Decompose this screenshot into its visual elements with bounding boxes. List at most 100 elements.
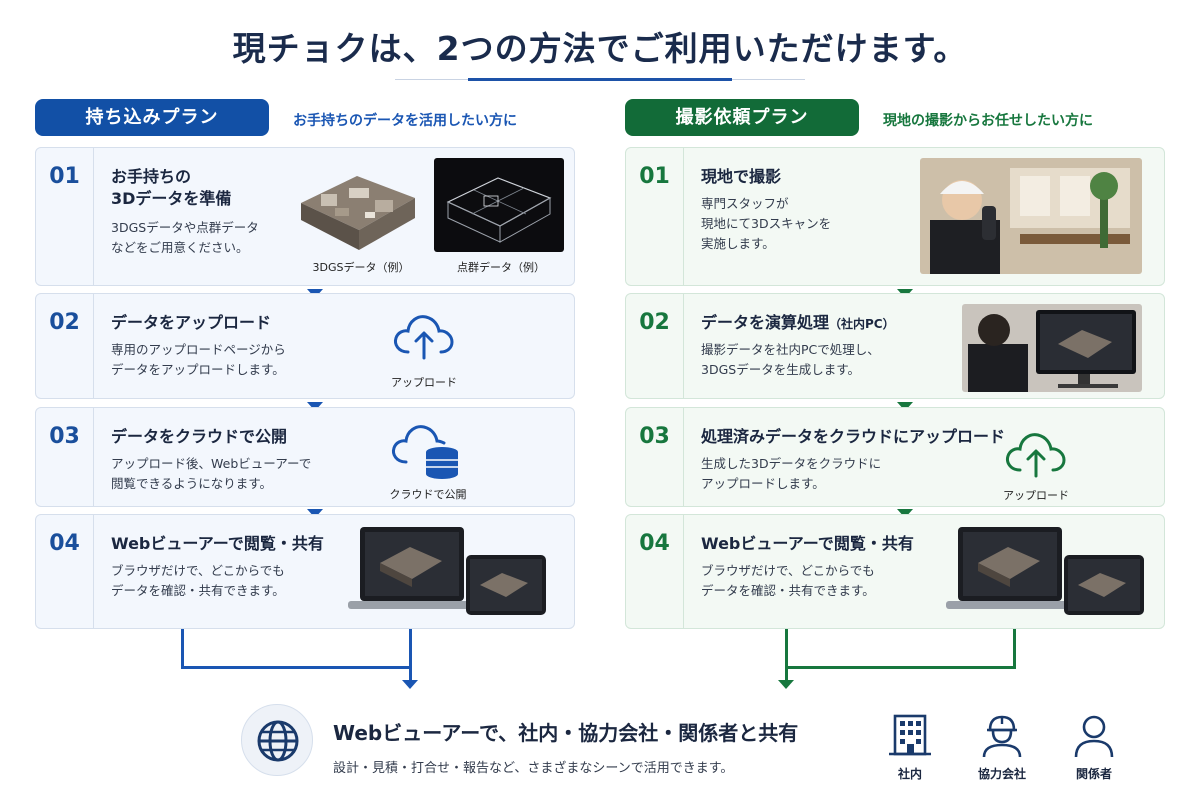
step-title: 処理済みデータをクラウドにアップロード bbox=[701, 427, 1006, 446]
flow-line bbox=[409, 666, 412, 682]
upload-icon-label: アップロード bbox=[391, 376, 457, 389]
bring-in-plan-badge: 持ち込みプラン bbox=[35, 99, 269, 136]
step-desc-line1: 生成した3Dデータをクラウドに bbox=[701, 456, 882, 471]
party-stakeholder-label: 関係者 bbox=[1075, 767, 1112, 781]
step-title-line1: お手持ちの bbox=[111, 167, 192, 186]
shooting-request-plan-subtitle: 現地の撮影からお任せしたい方に bbox=[883, 113, 1093, 129]
step-number: 01 bbox=[626, 148, 684, 285]
right-step-02-card: 02 データを演算処理（社内PC） 撮影データを社内PCで処理し、 3DGSデー… bbox=[625, 293, 1165, 399]
step-number: 02 bbox=[626, 294, 684, 398]
onsite-scanning-photo bbox=[920, 158, 1142, 274]
party-partner-label: 協力会社 bbox=[977, 767, 1026, 781]
step-number: 03 bbox=[36, 408, 94, 506]
step-description: 生成した3Dデータをクラウドに アップロードします。 bbox=[701, 454, 881, 494]
party-stakeholder bbox=[1064, 712, 1124, 762]
cloud-database-icon bbox=[392, 425, 458, 479]
arrow-down-icon bbox=[897, 402, 913, 411]
shooting-request-plan-column: 撮影依頼プラン 現地の撮影からお任せしたい方に 01 現地で撮影 専門スタッフが… bbox=[625, 0, 1165, 800]
step-number: 04 bbox=[626, 515, 684, 628]
party-partner bbox=[972, 712, 1032, 762]
step-title-note: （社内PC） bbox=[829, 317, 895, 331]
step-desc-line1: 3DGSデータや点群データ bbox=[111, 220, 259, 235]
step-title: 現地で撮影 bbox=[701, 167, 782, 186]
page-title: 現チョクは、2つの方法でご利用いただけます。 bbox=[232, 29, 968, 68]
flow-line bbox=[409, 629, 412, 669]
globe-badge bbox=[241, 704, 313, 776]
step-title: データをクラウドで公開 bbox=[111, 427, 288, 446]
arrow-down-icon bbox=[402, 680, 418, 689]
arrow-down-icon bbox=[307, 509, 323, 518]
bring-in-plan-subtitle: お手持ちのデータを活用したい方に bbox=[293, 113, 517, 129]
step-desc-line1: ブラウザだけで、どこからでも bbox=[111, 563, 285, 578]
cloud-upload-icon bbox=[394, 315, 454, 360]
step-desc-line2: データをアップロードします。 bbox=[111, 362, 285, 377]
step-description: 撮影データを社内PCで処理し、 3DGSデータを生成します。 bbox=[701, 340, 880, 380]
building-icon bbox=[889, 714, 931, 756]
step-description: 専用のアップロードページから データをアップロードします。 bbox=[111, 340, 286, 380]
left-step-01-card: 01 お手持ちの 3Dデータを準備 3DGSデータや点群データ などをご用意くだ… bbox=[35, 147, 575, 286]
step-title: データを演算処理（社内PC） bbox=[701, 312, 895, 335]
step-description: ブラウザだけで、どこからでも データを確認・共有できます。 bbox=[111, 561, 285, 601]
flow-line bbox=[785, 666, 1016, 669]
step-desc-line1: アップロード後、Webビューアーで bbox=[111, 456, 312, 471]
bring-in-plan-column: 持ち込みプラン お手持ちのデータを活用したい方に 01 お手持ちの 3Dデータを… bbox=[35, 0, 575, 800]
office-pc-processing-photo bbox=[962, 304, 1142, 392]
person-icon bbox=[1074, 715, 1114, 758]
flow-line bbox=[181, 666, 412, 669]
right-step-03-card: 03 処理済みデータをクラウドにアップロード 生成した3Dデータをクラウドに ア… bbox=[625, 407, 1165, 507]
flow-line bbox=[785, 629, 788, 669]
worker-helmet-icon bbox=[982, 715, 1022, 758]
share-description: 設計・見積・打合せ・報告など、さまざまなシーンで活用できます。 bbox=[333, 761, 734, 776]
arrow-down-icon bbox=[778, 680, 794, 689]
step-description: 3DGSデータや点群データ などをご用意ください。 bbox=[111, 218, 259, 258]
flow-line bbox=[181, 629, 184, 669]
cloud-publish-icon-label: クラウドで公開 bbox=[389, 488, 467, 501]
step-description: 専門スタッフが 現地にて3Dスキャンを 実施します。 bbox=[701, 194, 831, 254]
step-number: 04 bbox=[36, 515, 94, 628]
share-title: Webビューアーで、社内・協力会社・関係者と共有 bbox=[333, 721, 799, 745]
left-step-02-card: 02 データをアップロード 専用のアップロードページから データをアップロードし… bbox=[35, 293, 575, 399]
step-desc-line2: 現地にて3Dスキャンを bbox=[701, 216, 832, 231]
laptop-tablet-viewer-image bbox=[946, 527, 1144, 615]
step-title: データをアップロード bbox=[111, 313, 272, 332]
step-desc-line2: などをご用意ください。 bbox=[111, 240, 249, 255]
step-title-text: データを演算処理 bbox=[701, 313, 830, 332]
step-description: アップロード後、Webビューアーで 閲覧できるようになります。 bbox=[111, 454, 311, 494]
cloud-upload-icon bbox=[1006, 433, 1066, 478]
step-number: 02 bbox=[36, 294, 94, 398]
upload-icon-label: アップロード bbox=[1003, 489, 1069, 502]
3dgs-caption: 3DGSデータ（例） bbox=[312, 261, 410, 274]
laptop-tablet-viewer-image bbox=[348, 527, 546, 615]
step-title: Webビューアーで閲覧・共有 bbox=[701, 534, 914, 553]
step-desc-line1: 専門スタッフが bbox=[701, 196, 789, 211]
3dgs-model-image bbox=[301, 176, 415, 250]
globe-icon bbox=[257, 720, 299, 762]
step-number: 03 bbox=[626, 408, 684, 506]
step-desc-line2: データを確認・共有できます。 bbox=[111, 583, 285, 598]
flow-line bbox=[1013, 629, 1016, 669]
shooting-request-plan-badge: 撮影依頼プラン bbox=[625, 99, 859, 136]
step-title: お手持ちの 3Dデータを準備 bbox=[111, 166, 231, 210]
step-desc-line2: 閲覧できるようになります。 bbox=[111, 476, 273, 491]
step-title-line2: 3Dデータを準備 bbox=[111, 189, 232, 208]
party-internal bbox=[880, 712, 940, 762]
left-step-03-card: 03 データをクラウドで公開 アップロード後、Webビューアーで 閲覧できるよう… bbox=[35, 407, 575, 507]
right-step-01-card: 01 現地で撮影 専門スタッフが 現地にて3Dスキャンを 実施します。 bbox=[625, 147, 1165, 286]
arrow-down-icon bbox=[897, 509, 913, 518]
step-desc-line1: ブラウザだけで、どこからでも bbox=[701, 563, 875, 578]
step-desc-line2: 3DGSデータを生成します。 bbox=[701, 362, 860, 377]
point-cloud-image bbox=[434, 158, 564, 252]
step-number: 01 bbox=[36, 148, 94, 285]
flow-line bbox=[785, 666, 788, 682]
step-desc-line2: アップロードします。 bbox=[701, 476, 825, 491]
title-divider-accent bbox=[468, 78, 732, 81]
step-desc-line3: 実施します。 bbox=[701, 236, 775, 251]
arrow-down-icon bbox=[307, 402, 323, 411]
point-cloud-caption: 点群データ（例） bbox=[457, 261, 545, 274]
party-internal-label: 社内 bbox=[897, 767, 922, 781]
step-title: Webビューアーで閲覧・共有 bbox=[111, 534, 324, 553]
right-step-04-card: 04 Webビューアーで閲覧・共有 ブラウザだけで、どこからでも データを確認・… bbox=[625, 514, 1165, 629]
step-description: ブラウザだけで、どこからでも データを確認・共有できます。 bbox=[701, 561, 875, 601]
step-desc-line1: 撮影データを社内PCで処理し、 bbox=[701, 342, 880, 357]
step-desc-line2: データを確認・共有できます。 bbox=[701, 583, 875, 598]
